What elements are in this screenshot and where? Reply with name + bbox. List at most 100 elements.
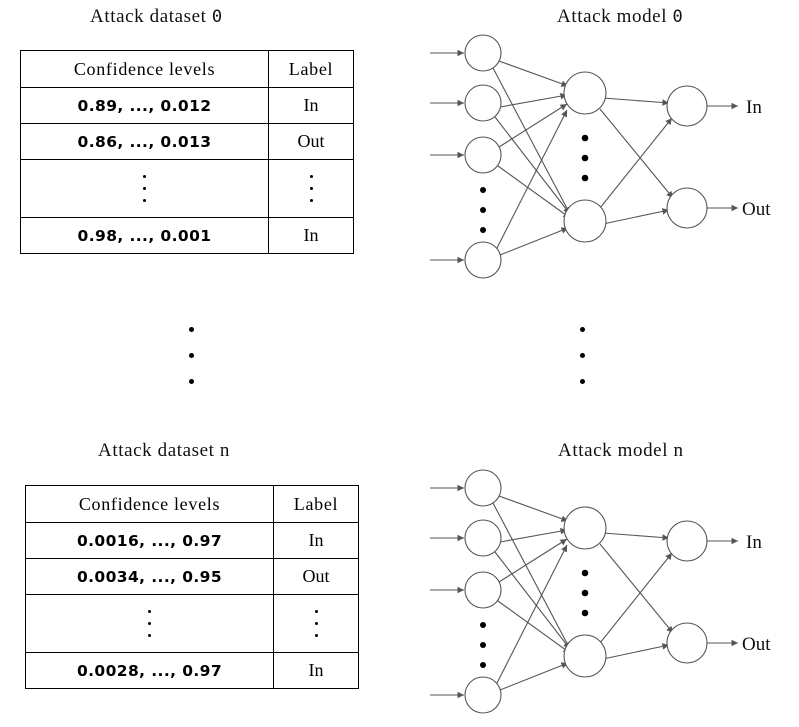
cell-label-ellipsis	[268, 159, 354, 218]
input-node	[464, 519, 502, 557]
edge-input-hidden	[494, 551, 571, 650]
table-row: 0.89, ..., 0.012 In	[20, 87, 354, 124]
cell-label: In	[273, 522, 359, 559]
edge-hidden-output	[602, 643, 670, 660]
output-label-out: Out	[742, 634, 771, 655]
output-label-in: In	[746, 532, 762, 553]
input-node	[464, 676, 502, 714]
cell-confidence: 0.89, ..., 0.012	[20, 87, 269, 124]
cell-confidence-ellipsis	[20, 159, 269, 218]
table-row: 0.0028, ..., 0.97 In	[25, 652, 359, 689]
input-ellipsis-dot	[480, 662, 486, 668]
attack-dataset-n-table: Confidence levels Label 0.0016, ..., 0.9…	[25, 485, 359, 689]
hidden-node	[563, 506, 607, 550]
vertical-ellipsis-icon	[269, 175, 353, 202]
table-row: 0.0016, ..., 0.97 In	[25, 522, 359, 559]
cell-label-ellipsis	[273, 594, 359, 653]
dataset-0-title-index: 0	[211, 7, 223, 27]
model-0-title-text: Attack model	[557, 6, 673, 27]
cell-confidence: 0.0016, ..., 0.97	[25, 522, 274, 559]
edge-input-hidden	[492, 67, 571, 215]
edge-input-hidden	[498, 60, 569, 87]
table-header-row: Confidence levels Label	[20, 50, 354, 88]
edge-input-hidden	[498, 538, 568, 583]
output-label-out: Out	[742, 199, 771, 220]
vertical-ellipsis-icon	[274, 610, 358, 637]
input-ellipsis-dot	[480, 187, 486, 193]
input-node	[464, 241, 502, 279]
dataset-n-title: Attack dataset n	[98, 440, 229, 462]
model-n-title: Attack model n	[558, 440, 683, 462]
edge-input-hidden	[499, 92, 568, 108]
model-section-ellipsis	[580, 327, 585, 384]
edge-hidden-output	[599, 543, 674, 634]
edge-hidden-output	[599, 108, 674, 199]
model-n-title-index: n	[673, 440, 683, 461]
attack-model-0-network: In Out	[430, 34, 771, 279]
edge-input-hidden	[494, 116, 571, 215]
input-node	[464, 469, 502, 507]
edge-hidden-output	[599, 117, 673, 209]
attack-dataset-0-table: Confidence levels Label 0.89, ..., 0.012…	[20, 50, 354, 254]
table-header-row: Confidence levels Label	[25, 485, 359, 523]
edge-hidden-output	[602, 208, 670, 225]
dataset-0-title-text: Attack dataset	[90, 6, 212, 27]
output-node	[666, 622, 708, 664]
hidden-ellipsis-dot	[581, 134, 589, 142]
table-row: 0.86, ..., 0.013 Out	[20, 123, 354, 160]
cell-label: In	[268, 217, 354, 254]
hidden-ellipsis-dot	[581, 174, 589, 182]
cell-confidence: 0.0034, ..., 0.95	[25, 558, 274, 595]
edge-input-hidden	[497, 165, 571, 219]
column-header-confidence: Confidence levels	[25, 485, 274, 523]
edge-hidden-output	[602, 532, 670, 541]
hidden-node	[563, 634, 607, 678]
edge-input-hidden	[497, 600, 571, 654]
model-0-title-index: 0	[672, 7, 683, 27]
input-ellipsis-dot	[480, 227, 486, 233]
column-header-confidence: Confidence levels	[20, 50, 269, 88]
dataset-0-title: Attack dataset 0	[90, 6, 222, 28]
cell-label: In	[273, 652, 359, 689]
vertical-ellipsis-icon	[26, 610, 273, 637]
dataset-n-title-index: n	[219, 440, 230, 461]
model-0-title: Attack model 0	[557, 6, 683, 28]
edge-input-hidden	[495, 109, 568, 251]
attack-model-n-network: In Out	[430, 469, 771, 714]
input-node	[464, 34, 502, 72]
cell-label: Out	[273, 558, 359, 595]
edge-input-hidden	[499, 527, 568, 543]
table-row-ellipsis	[20, 159, 354, 218]
cell-confidence: 0.98, ..., 0.001	[20, 217, 269, 254]
output-node	[666, 187, 708, 229]
edge-input-hidden	[492, 502, 571, 650]
dataset-n-title-text: Attack dataset	[98, 440, 220, 461]
edge-input-hidden	[498, 495, 569, 522]
table-row-ellipsis	[25, 594, 359, 653]
hidden-ellipsis-dot	[581, 589, 589, 597]
hidden-node	[563, 71, 607, 115]
cell-confidence-ellipsis	[25, 594, 274, 653]
edge-input-hidden	[499, 662, 569, 691]
input-node	[464, 571, 502, 609]
hidden-node	[563, 199, 607, 243]
cell-label: Out	[268, 123, 354, 160]
edge-input-hidden	[498, 103, 568, 148]
input-ellipsis-dot	[480, 207, 486, 213]
edge-hidden-output	[599, 552, 673, 644]
output-node	[666, 520, 708, 562]
output-label-in: In	[746, 97, 762, 118]
input-node	[464, 84, 502, 122]
input-ellipsis-dot	[480, 642, 486, 648]
hidden-ellipsis-dot	[581, 609, 589, 617]
input-node	[464, 136, 502, 174]
dataset-section-ellipsis	[189, 327, 194, 384]
hidden-ellipsis-dot	[581, 154, 589, 162]
cell-confidence: 0.0028, ..., 0.97	[25, 652, 274, 689]
edge-input-hidden	[499, 227, 569, 256]
cell-label: In	[268, 87, 354, 124]
table-row: 0.0034, ..., 0.95 Out	[25, 558, 359, 595]
edge-hidden-output	[602, 97, 670, 106]
cell-confidence: 0.86, ..., 0.013	[20, 123, 269, 160]
column-header-label: Label	[268, 50, 354, 88]
